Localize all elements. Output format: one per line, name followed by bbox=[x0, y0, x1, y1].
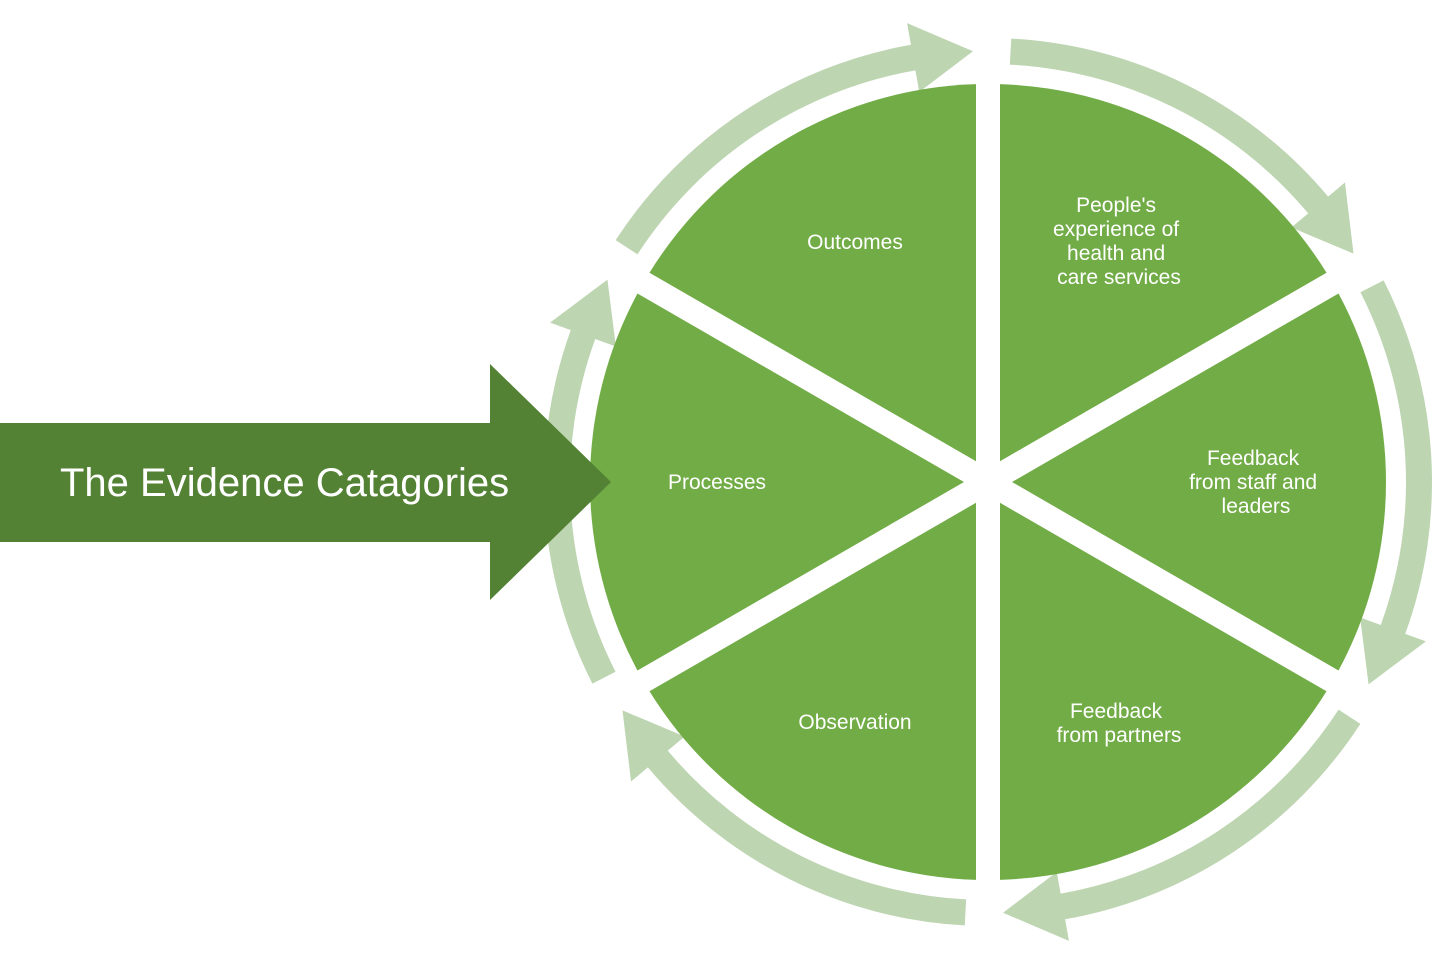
cycle-arrow-peoples-experience bbox=[1360, 280, 1432, 685]
segment-label-line: from partners bbox=[1057, 724, 1182, 747]
segment-label-line: Outcomes bbox=[807, 231, 903, 254]
segment-label-line: Feedback bbox=[1070, 700, 1163, 723]
banner-arrow bbox=[0, 364, 611, 600]
cycle-arrow-processes bbox=[615, 23, 973, 255]
segment-label-outcomes: Outcomes bbox=[807, 231, 903, 254]
segment-outcomes bbox=[999, 84, 1327, 462]
segment-label-feedback-staff-leaders: Feedback from staff and leaders bbox=[1189, 447, 1323, 518]
segment-label-line: Feedback bbox=[1207, 447, 1300, 470]
segment-label-line: leaders bbox=[1222, 495, 1291, 518]
segment-feedback-staff-leaders bbox=[999, 502, 1327, 880]
segment-label-feedback-partners: Feedback from partners bbox=[1057, 700, 1182, 747]
segment-label-peoples-experience: People's experience of health and care s… bbox=[1053, 194, 1185, 289]
segment-label-line: health and bbox=[1067, 242, 1165, 265]
cycle-arrow-outcomes bbox=[1009, 38, 1354, 254]
cycle-ring bbox=[544, 23, 1432, 941]
segment-observation bbox=[589, 293, 964, 671]
segment-wheel bbox=[589, 84, 1386, 880]
segment-label-line: experience of bbox=[1053, 218, 1179, 241]
segment-label-line: People's bbox=[1076, 194, 1156, 217]
segment-label-line: Observation bbox=[798, 711, 911, 734]
segment-label-line: from staff and bbox=[1189, 471, 1317, 494]
cycle-arrow-feedback-partners bbox=[622, 710, 967, 926]
segment-label-line: care services bbox=[1057, 266, 1181, 289]
banner-title: The Evidence Catagories bbox=[60, 461, 509, 505]
segment-feedback-partners bbox=[649, 502, 977, 880]
cycle-arrow-observation bbox=[544, 279, 616, 684]
cycle-arrow-feedback-staff-leaders bbox=[1003, 709, 1361, 941]
segment-label-line: Processes bbox=[668, 471, 766, 494]
segment-label-processes: Processes bbox=[668, 471, 766, 494]
segment-label-observation: Observation bbox=[798, 711, 911, 734]
segment-peoples-experience bbox=[1012, 293, 1386, 671]
segment-processes bbox=[649, 84, 977, 462]
